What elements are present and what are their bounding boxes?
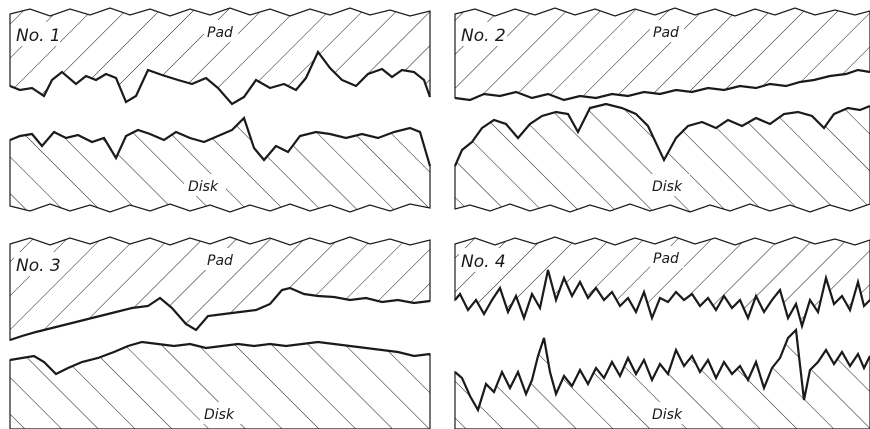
label-bg: [200, 402, 242, 424]
label-bg: [648, 402, 690, 424]
label-bg: [650, 20, 684, 42]
disk-label: Disk: [652, 179, 683, 195]
label-bg: [650, 246, 684, 268]
disk-label: Disk: [652, 407, 683, 423]
panel-number-label: No. 1: [16, 26, 61, 46]
disk-region-1: [9, 116, 431, 213]
panel-4: No. 4 Pad Disk: [454, 236, 870, 429]
panel-number-label: No. 2: [461, 26, 506, 46]
label-bg: [459, 248, 507, 272]
label-bg: [204, 248, 238, 270]
pad-label: Pad: [653, 25, 679, 41]
disk-surface-4: [454, 327, 870, 413]
disk-label: Disk: [188, 179, 219, 195]
pad-surface-2: [454, 68, 870, 102]
pad-surface-4: [454, 269, 870, 330]
label-bg: [459, 22, 507, 46]
label-bg: [184, 174, 226, 196]
disk-surface-3: [9, 340, 431, 376]
panel-number-label: No. 4: [461, 252, 506, 272]
label-bg: [648, 174, 690, 196]
panel-1: No. 1 Pad Disk: [9, 7, 432, 213]
label-bg: [14, 22, 60, 46]
pad-surface-3: [9, 286, 431, 342]
disk-label: Disk: [204, 407, 235, 423]
pad-label: Pad: [207, 253, 233, 269]
panel-2: No. 2 Pad Disk: [453, 7, 870, 213]
panel-number-label: No. 3: [16, 256, 61, 276]
disk-surface-1: [9, 115, 432, 167]
pad-label: Pad: [653, 251, 679, 267]
label-bg: [14, 252, 62, 276]
disk-surface-2: [453, 102, 870, 167]
panel-3: No. 3 Pad Disk: [9, 236, 431, 429]
pad-surface-1: [9, 49, 432, 106]
pad-label: Pad: [207, 25, 233, 41]
label-bg: [204, 20, 238, 42]
